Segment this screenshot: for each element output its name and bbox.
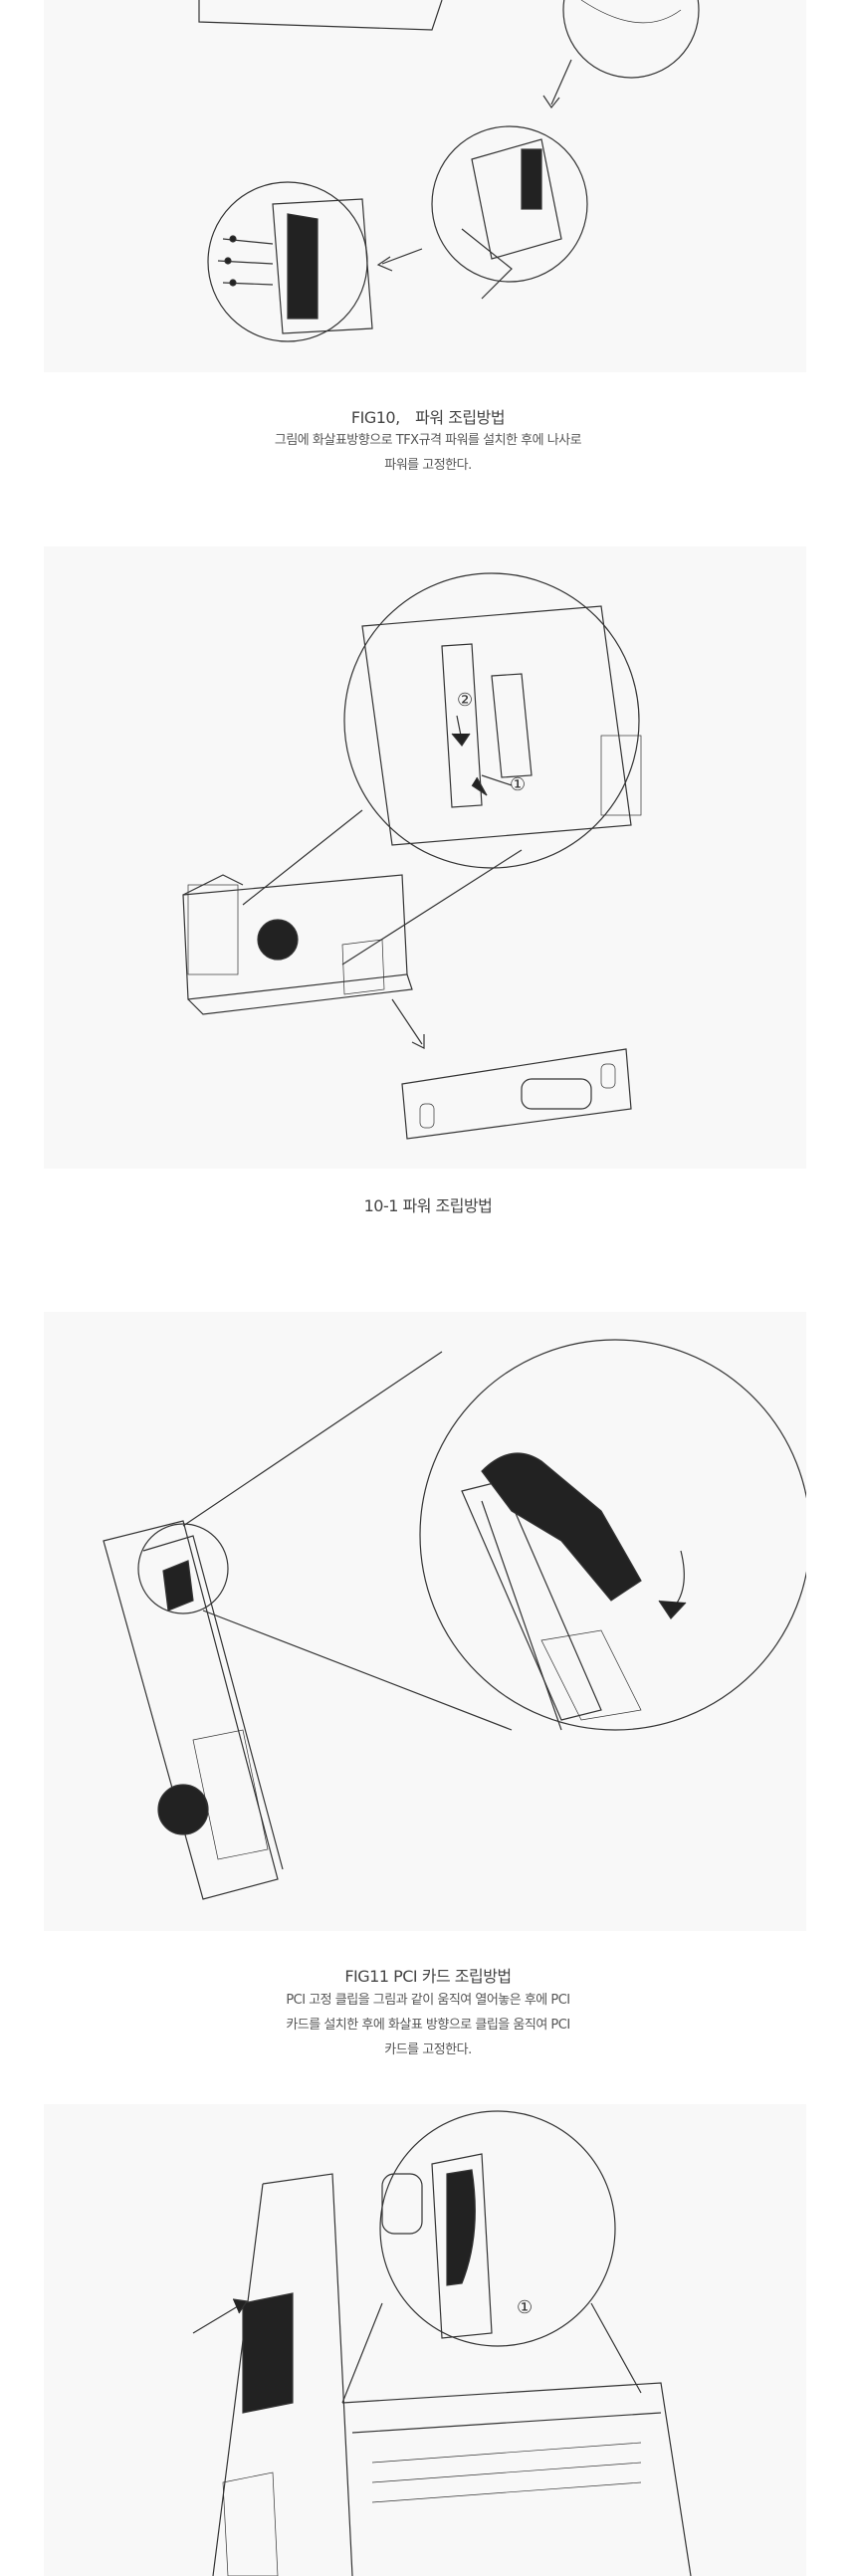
step-1-marker: ①	[510, 774, 526, 795]
fig11-description-line-1: PCI 고정 클립을 그림과 같이 움직여 열어놓은 후에 PCI	[286, 1993, 570, 2008]
fig10-description-line-2: 파워를 고정한다.	[384, 458, 472, 473]
fig10-title: FIG10, 파워 조립방법	[350, 408, 506, 427]
step-1-marker-2: ①	[517, 2297, 533, 2318]
fig10-illustration	[44, 0, 806, 372]
fig10-1-illustration: ② ①	[44, 546, 806, 1169]
fig11-description-line-2: 카드를 설치한 후에 화살표 방향으로 클립을 움직여 PCI	[286, 2018, 570, 2033]
pci-clip-drawing	[103, 1339, 806, 1900]
fig10-description-line-1: 그림에 화살표방향으로 TFX규격 파워를 설치한 후에 나사로	[274, 433, 582, 448]
fig11-description-line-3: 카드를 고정한다.	[384, 2042, 472, 2057]
pci-card-install-drawing: ①	[192, 2110, 692, 2576]
power-assembly-drawing	[198, 0, 700, 342]
step-2-marker: ②	[457, 690, 473, 711]
fig10-1-title: 10-1 파워 조립방법	[363, 1196, 493, 1215]
fig11-illustration	[44, 1312, 806, 1931]
power-bracket-drawing: ② ①	[182, 572, 642, 1140]
pci-card-illustration: ①	[44, 2104, 806, 2576]
fig11-title: FIG11 PCI 카드 조립방법	[344, 1967, 512, 1986]
